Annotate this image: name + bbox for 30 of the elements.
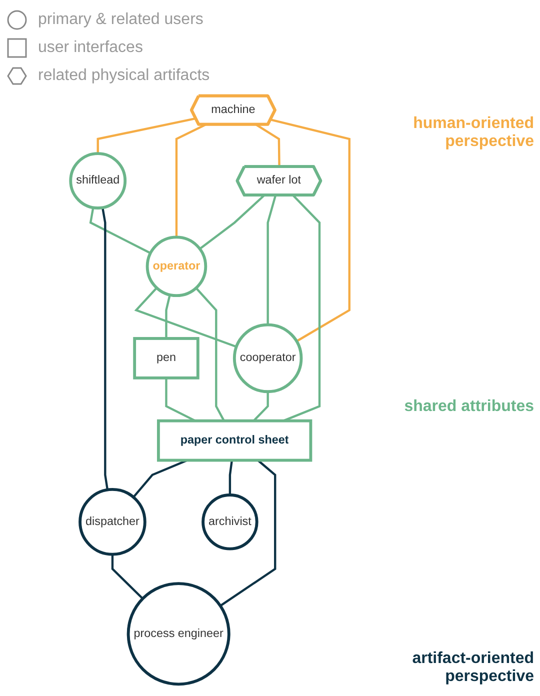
connector	[252, 392, 269, 422]
connector	[89, 207, 151, 254]
node-circle: shiftlead	[69, 152, 127, 210]
connector	[282, 194, 321, 422]
connector	[270, 118, 350, 342]
perspective-label: artifact-oriented perspective	[411, 650, 534, 686]
connector	[220, 459, 276, 607]
connector	[101, 207, 109, 490]
node-box: pen	[133, 337, 200, 380]
legend-text: user interfaces	[38, 39, 143, 57]
connector	[134, 287, 237, 348]
node-circle: cooperator	[232, 323, 303, 394]
connector	[165, 294, 171, 338]
connector	[266, 195, 277, 325]
connector	[228, 460, 233, 495]
connector	[132, 459, 188, 498]
node-circle: dispatcher	[78, 488, 146, 556]
legend-text: related physical artifacts	[38, 67, 210, 85]
connector	[175, 124, 206, 238]
node-circle: process engineer	[126, 582, 230, 686]
connector	[111, 554, 144, 600]
node-box: paper control sheet	[156, 419, 312, 462]
node-circle: operator	[146, 236, 208, 298]
node-circle: archivist	[202, 494, 258, 550]
connector	[195, 287, 225, 422]
perspective-label: shared attributes	[403, 398, 534, 416]
legend-text: primary & related users	[38, 11, 204, 29]
connector	[199, 194, 265, 250]
connector	[96, 117, 196, 154]
perspective-label: human-oriented perspective	[412, 115, 534, 151]
